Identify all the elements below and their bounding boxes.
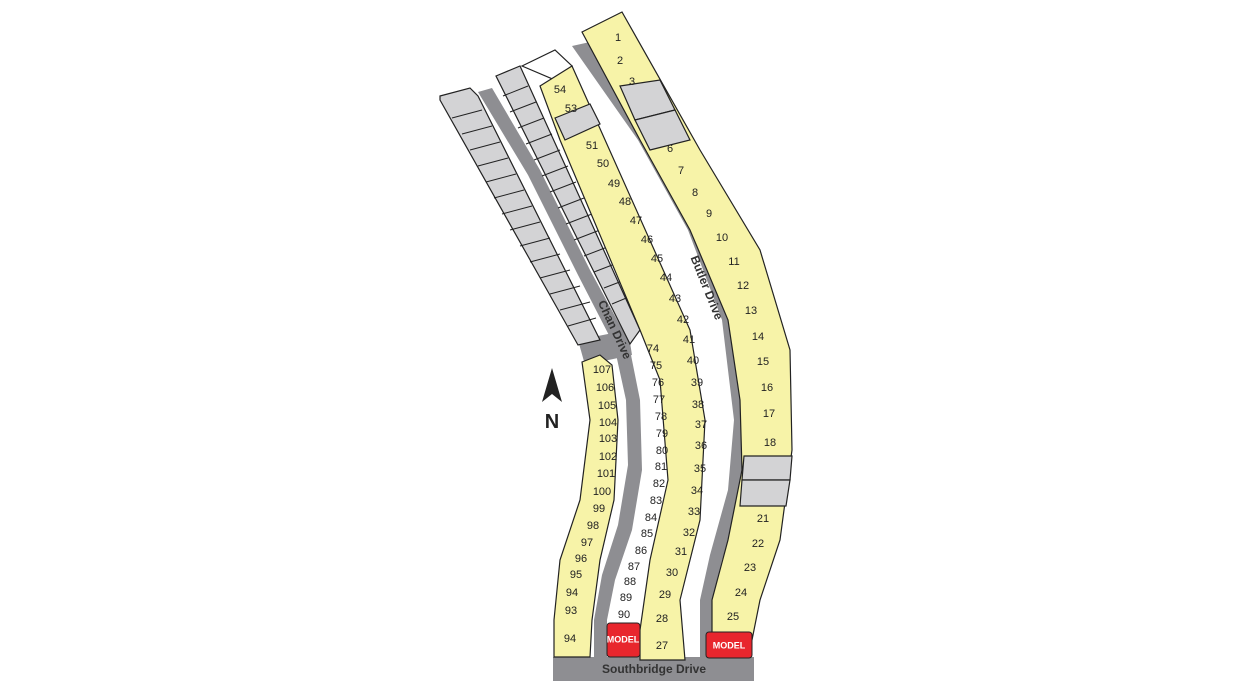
svg-text:50: 50 (597, 158, 609, 170)
svg-text:38: 38 (692, 399, 704, 411)
middle-block-lots (539, 65, 706, 661)
svg-text:MODEL: MODEL (607, 634, 640, 644)
svg-text:96: 96 (575, 553, 587, 565)
svg-text:21: 21 (757, 513, 769, 525)
svg-text:101: 101 (597, 468, 615, 480)
svg-text:53: 53 (565, 103, 577, 115)
svg-text:80: 80 (656, 445, 668, 457)
svg-text:49: 49 (608, 178, 620, 190)
svg-text:83: 83 (650, 495, 662, 507)
svg-text:42: 42 (677, 314, 689, 326)
svg-text:40: 40 (687, 355, 699, 367)
svg-text:76: 76 (652, 377, 664, 389)
svg-text:16: 16 (761, 382, 773, 394)
middle-grey-lots (495, 49, 641, 346)
svg-text:100: 100 (593, 486, 611, 498)
svg-text:87: 87 (628, 561, 640, 573)
west-grey-lots (439, 87, 601, 346)
svg-text:18: 18 (764, 437, 776, 449)
svg-text:45: 45 (651, 253, 663, 265)
svg-text:103: 103 (599, 433, 617, 445)
svg-text:39: 39 (691, 377, 703, 389)
svg-text:36: 36 (695, 440, 707, 452)
svg-text:93: 93 (565, 605, 577, 617)
svg-text:15: 15 (757, 356, 769, 368)
svg-text:9: 9 (706, 208, 712, 220)
svg-text:78: 78 (655, 411, 667, 423)
svg-text:51: 51 (586, 140, 598, 152)
street-label-southbridge: Southbridge Drive (602, 662, 706, 676)
svg-text:17: 17 (763, 408, 775, 420)
lot-3[interactable]: 3 (629, 76, 635, 88)
svg-text:43: 43 (669, 293, 681, 305)
svg-text:29: 29 (659, 589, 671, 601)
road-southbridge (553, 657, 754, 681)
lot-2[interactable]: 2 (617, 55, 623, 67)
svg-text:22: 22 (752, 538, 764, 550)
svg-text:86: 86 (635, 545, 647, 557)
svg-text:10: 10 (716, 232, 728, 244)
west-lower-lots (553, 354, 619, 658)
svg-text:13: 13 (745, 305, 757, 317)
svg-text:97: 97 (581, 537, 593, 549)
svg-text:105: 105 (598, 400, 616, 412)
svg-text:104: 104 (599, 417, 617, 429)
svg-text:35: 35 (694, 463, 706, 475)
svg-text:6: 6 (667, 143, 673, 155)
svg-text:N: N (545, 411, 559, 433)
svg-text:95: 95 (570, 569, 582, 581)
svg-text:34: 34 (691, 485, 703, 497)
svg-text:54: 54 (554, 84, 566, 96)
svg-text:94: 94 (564, 633, 576, 645)
svg-text:37: 37 (695, 419, 707, 431)
north-arrow-icon: N (542, 368, 562, 433)
svg-text:82: 82 (653, 478, 665, 490)
model-lot-west[interactable] (606, 622, 641, 658)
svg-text:79: 79 (656, 428, 668, 440)
roads (478, 42, 754, 681)
svg-text:74: 74 (647, 343, 659, 355)
model-homes: MODEL MODEL (606, 622, 753, 659)
svg-text:81: 81 (655, 461, 667, 473)
svg-text:75: 75 (650, 360, 662, 372)
svg-text:90: 90 (618, 609, 630, 621)
svg-text:84: 84 (645, 512, 657, 524)
svg-text:14: 14 (752, 331, 764, 343)
lot-1[interactable]: 1 (615, 32, 621, 44)
svg-text:12: 12 (737, 280, 749, 292)
svg-text:44: 44 (660, 272, 672, 284)
svg-text:94: 94 (566, 587, 578, 599)
svg-text:88: 88 (624, 576, 636, 588)
east-block-lots (581, 11, 793, 641)
svg-text:33: 33 (688, 506, 700, 518)
svg-text:98: 98 (587, 520, 599, 532)
model-lot-east[interactable] (705, 631, 753, 659)
svg-text:47: 47 (630, 215, 642, 227)
svg-text:32: 32 (683, 527, 695, 539)
svg-text:99: 99 (593, 503, 605, 515)
svg-text:MODEL: MODEL (713, 640, 746, 650)
svg-text:8: 8 (692, 187, 698, 199)
svg-text:48: 48 (619, 196, 631, 208)
svg-text:25: 25 (727, 611, 739, 623)
svg-text:31: 31 (675, 546, 687, 558)
svg-text:23: 23 (744, 562, 756, 574)
svg-text:77: 77 (653, 394, 665, 406)
svg-text:89: 89 (620, 592, 632, 604)
svg-text:106: 106 (596, 382, 614, 394)
svg-text:27: 27 (656, 640, 668, 652)
svg-text:85: 85 (641, 528, 653, 540)
svg-text:46: 46 (641, 234, 653, 246)
svg-text:107: 107 (593, 364, 611, 376)
svg-text:102: 102 (599, 451, 617, 463)
svg-text:30: 30 (666, 567, 678, 579)
svg-text:28: 28 (656, 613, 668, 625)
svg-text:41: 41 (683, 334, 695, 346)
svg-text:7: 7 (678, 165, 684, 177)
lot-labels: 1 2 3 6 7 8 9 10 11 12 13 14 15 16 17 18… (554, 32, 776, 652)
svg-text:11: 11 (728, 256, 739, 268)
svg-text:24: 24 (735, 587, 747, 599)
